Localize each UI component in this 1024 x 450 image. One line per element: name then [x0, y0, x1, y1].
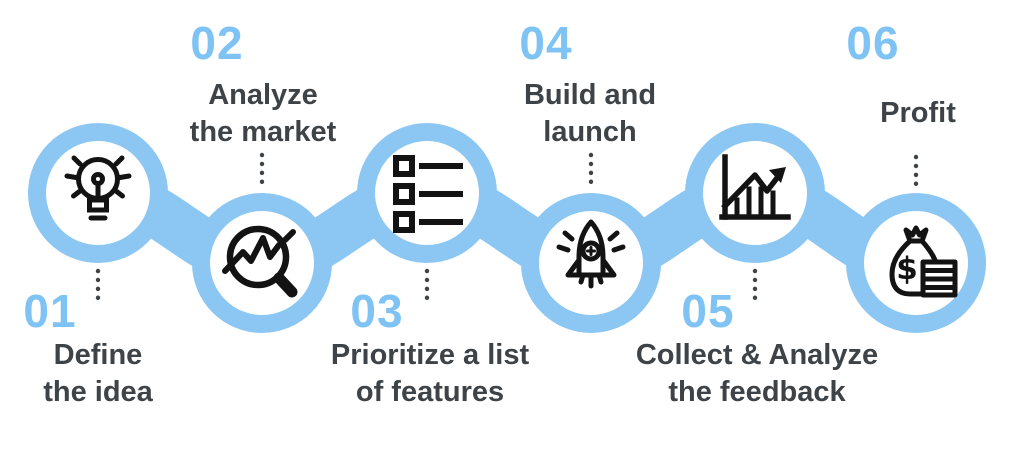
- step-label-line: Build and: [523, 79, 657, 111]
- step-label-line: the market: [189, 115, 337, 148]
- step-label-profit: Profit: [880, 95, 956, 132]
- step-number-02: 02: [190, 17, 244, 69]
- money-bag-icon: $: [889, 225, 958, 298]
- step-label-line: the feedback: [668, 375, 846, 408]
- step-label-line: launch: [543, 115, 637, 148]
- market-analysis-magnifier-icon: [222, 225, 298, 298]
- step-number-01: 01: [23, 285, 77, 337]
- step-label-prioritize-features: Prioritize a list of features: [331, 337, 529, 411]
- step-number-06: 06: [846, 17, 900, 69]
- step-label-line: the idea: [43, 375, 153, 408]
- step-label-line: Profit: [880, 97, 956, 129]
- step-label-line: of features: [355, 375, 505, 408]
- step-label-build-and-launch: Build and launch: [524, 77, 656, 151]
- growth-chart-icon: [719, 154, 791, 220]
- step-number-05: 05: [681, 285, 735, 337]
- step-number-04: 04: [519, 17, 573, 69]
- step-label-line: Analyze: [208, 79, 318, 111]
- rocket-launch-icon: [556, 219, 626, 289]
- step-label-line: Prioritize a list: [330, 339, 530, 371]
- step-number-03: 03: [350, 285, 404, 337]
- step-label-line: Collect & Analyze: [635, 339, 879, 371]
- feature-checklist-icon: [393, 155, 463, 233]
- step-label-define-the-idea: Define the idea: [43, 337, 153, 411]
- step-label-analyze-the-market: Analyze the market: [190, 77, 337, 151]
- step-label-collect-feedback: Collect & Analyze the feedback: [636, 337, 878, 411]
- idea-lightbulb-icon: [64, 155, 132, 221]
- step-label-line: Define: [53, 339, 143, 371]
- dollar-sign-glyph: $: [896, 251, 918, 287]
